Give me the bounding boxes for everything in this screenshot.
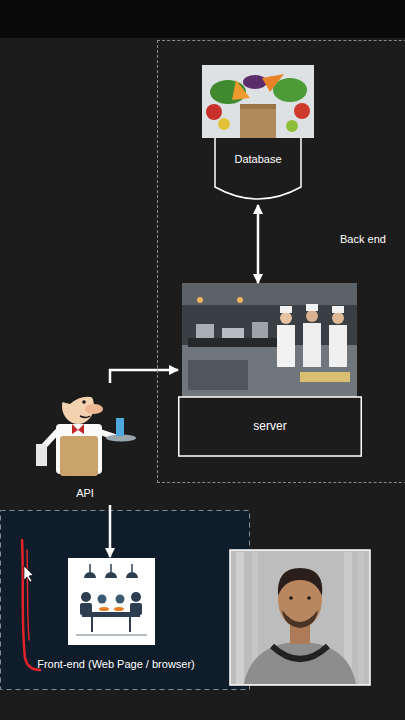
- vegetables-photo-part: [294, 103, 310, 119]
- api-label: API: [30, 487, 140, 501]
- region-label: Front-end (Web Page / browser): [0, 658, 232, 672]
- kitchen-photo-part: [280, 306, 292, 313]
- kitchen-photo-part: [300, 372, 350, 382]
- vegetables-photo-part: [240, 104, 276, 138]
- waiter-cartoon-part: [72, 424, 78, 434]
- webcam-photo-part: [278, 568, 322, 596]
- restaurant-icon-part: [82, 612, 140, 617]
- kitchen-photo-part: [332, 312, 344, 324]
- restaurant-icon-part: [84, 572, 96, 578]
- restaurant-icon-part: [131, 564, 133, 572]
- kitchen-photo-part: [182, 283, 357, 305]
- restaurant-icon-part: [91, 617, 93, 632]
- waiter-cartoon-part: [116, 418, 124, 436]
- kitchen-photo: [182, 283, 357, 397]
- pen-annotation-part: [22, 540, 40, 670]
- kitchen-photo-part: [303, 323, 321, 367]
- connector-arrow: [257, 205, 260, 283]
- vegetables-photo-part: [202, 65, 314, 138]
- restaurant-icon-part: [76, 634, 147, 636]
- top-bar: [0, 0, 405, 38]
- webcam-photo-part: [307, 596, 311, 600]
- region-label: Back end: [340, 233, 405, 247]
- waiter-cartoon-part: [85, 404, 103, 414]
- webcam-photo-part: [230, 550, 370, 685]
- restaurant-icon-part: [110, 564, 112, 572]
- vegetables-photo-part: [262, 74, 284, 92]
- vegetables-photo-part: [206, 104, 222, 120]
- connector-arrow: [110, 370, 178, 383]
- restaurant-icon-part: [99, 607, 109, 611]
- pen-annotation-part: [24, 566, 33, 582]
- waiter-cartoon-part: [62, 387, 94, 404]
- kitchen-photo-part: [332, 306, 344, 313]
- webcam-photo-part: [358, 552, 364, 684]
- restaurant-icon-part: [105, 572, 117, 578]
- kitchen-photo-part: [237, 297, 243, 303]
- kitchen-photo-part: [188, 338, 280, 347]
- webcam-photo-part: [282, 610, 318, 628]
- waiter-cartoon-part: [82, 400, 86, 404]
- waiter-cartoon: [36, 387, 136, 482]
- server-label: server: [178, 397, 362, 456]
- vegetables-photo-part: [240, 104, 276, 109]
- kitchen-photo-part: [306, 310, 318, 322]
- restaurant-icon: [68, 558, 155, 645]
- restaurant-icon-part: [98, 595, 107, 604]
- cylinder-outline: [215, 138, 301, 199]
- restaurant-icon-part: [114, 607, 124, 611]
- restaurant-icon-part: [131, 592, 141, 602]
- backend-region: Back end Database server: [157, 40, 405, 483]
- webcam-photo-part: [289, 596, 293, 600]
- kitchen-photo-part: [306, 304, 318, 311]
- api-figure: API: [30, 383, 140, 505]
- cylinder-outline: [202, 65, 314, 205]
- webcam-photo-part: [272, 646, 328, 659]
- kitchen-photo-part: [329, 325, 347, 367]
- waiter-cartoon-part: [44, 432, 57, 446]
- database-label: Database: [202, 153, 314, 167]
- vegetables-photo: [202, 65, 314, 138]
- waiter-cartoon-part: [80, 416, 90, 418]
- vegetables-photo-part: [286, 120, 298, 132]
- webcam-photo-part: [236, 552, 244, 684]
- restaurant-icon-part: [68, 558, 155, 645]
- webcam-photo: [230, 550, 370, 685]
- kitchen-photo-part: [277, 325, 295, 367]
- kitchen-photo-part: [196, 324, 214, 338]
- pen-annotation-part: [27, 550, 29, 640]
- frontend-region: Front-end (Web Page / browser): [0, 510, 250, 690]
- vegetables-photo-part: [273, 78, 307, 102]
- restaurant-icon-part: [129, 617, 131, 632]
- webcam-photo-part: [244, 642, 356, 684]
- connector-arrow: [109, 505, 112, 557]
- restaurant-icon-part: [126, 572, 138, 578]
- frontend-region-outline: [1, 511, 250, 690]
- box-outline: [179, 397, 362, 456]
- frontend-region-outline-part: [1, 511, 250, 690]
- vegetables-photo-part: [232, 80, 250, 100]
- vegetables-photo-part: [218, 118, 230, 130]
- restaurant-icon-part: [89, 564, 91, 572]
- kitchen-photo-part: [252, 322, 268, 338]
- waiter-cartoon-part: [36, 444, 47, 466]
- kitchen-photo-part: [188, 360, 248, 390]
- kitchen-photo-part: [222, 328, 244, 338]
- server-box: server: [178, 283, 362, 457]
- kitchen-photo-part: [197, 297, 203, 303]
- restaurant-icon-part: [116, 595, 125, 604]
- pen-annotation: [22, 540, 40, 670]
- kitchen-photo-part: [182, 283, 357, 397]
- restaurant-icon-part: [81, 592, 91, 602]
- waiter-cartoon-part: [78, 424, 84, 434]
- database-cylinder: Database: [202, 65, 314, 205]
- kitchen-photo-part: [280, 312, 292, 324]
- vegetables-photo-part: [243, 75, 267, 89]
- waiter-cartoon-part: [60, 436, 98, 476]
